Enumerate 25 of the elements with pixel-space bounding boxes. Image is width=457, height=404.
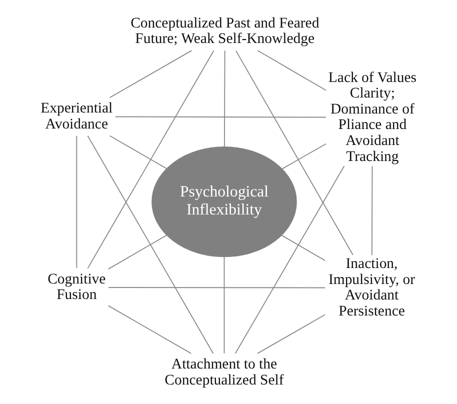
connector (76, 135, 78, 268)
connector (108, 234, 168, 270)
node-text: Attachment to the Conceptualized Self (164, 356, 284, 388)
connector (224, 256, 225, 354)
node-text: Lack of Values Clarity; Dominance of Pliance and Avoidant Tracking (328, 70, 417, 165)
connector (371, 166, 373, 256)
connector (108, 305, 192, 354)
connector (109, 50, 192, 98)
connector (108, 287, 326, 288)
connector (257, 50, 327, 91)
connector (109, 135, 168, 170)
connector (235, 50, 354, 256)
connector (234, 166, 345, 354)
connector (224, 50, 226, 148)
connector (282, 143, 326, 170)
node-ellipse: Psychological Inflexibility (152, 146, 297, 258)
node-text: Experiential Avoidance (40, 100, 113, 132)
connector (281, 234, 326, 262)
connector (114, 116, 326, 118)
connector (257, 314, 326, 354)
connector (87, 135, 214, 354)
connector (87, 50, 214, 269)
node-text: Cognitive Fusion (48, 271, 106, 304)
node-text: Conceptualized Past and Feared Future; Weak Self-Knowledge (130, 15, 320, 48)
node-text: Inaction, Impulsivity, or Avoidant Persistence (328, 256, 416, 320)
